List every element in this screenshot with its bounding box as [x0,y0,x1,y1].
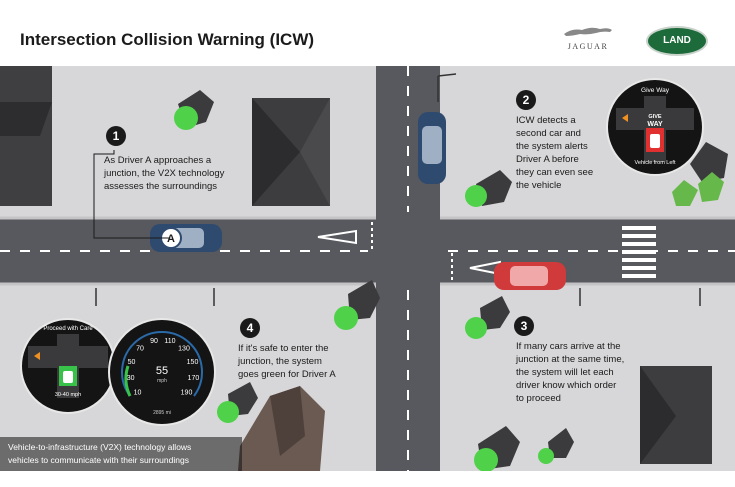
speedometer-tick-label: 90 [150,338,158,345]
display-bottom-text: Vehicle from Left [635,160,676,166]
speedometer-tick-label: 190 [181,390,193,397]
jaguar-logo-text: JAGUAR [567,42,609,51]
speedometer-tick-label: 110 [164,338,175,345]
give-way-display: Give Way GIVE WAY Vehicle from Left [606,78,704,176]
tree [465,170,512,207]
building [252,98,330,206]
footer-caption: Vehicle-to-infrastructure (V2X) technolo… [0,437,242,471]
building [640,366,712,464]
display-top-text: Proceed with Care [43,326,93,332]
speedometer-tick-label: 70 [136,346,144,353]
zebra-crossing [622,226,656,278]
display-center-text: GO [63,372,73,378]
step-number: 1 [106,126,126,146]
tree [334,280,380,330]
tree [465,296,510,339]
jaguar-leaper-icon [564,27,612,36]
display-bottom-text: 30-40 mph [55,392,81,398]
land-rover-logo: LAND ROVER [646,26,708,72]
tree [217,382,258,423]
step-number: 3 [514,316,534,336]
car-a [150,224,222,252]
step-3-text: If many cars arrive at the junction at t… [516,341,625,404]
car-approaching [418,112,446,184]
building [0,66,52,206]
step-1-text: As Driver A approaches a junction, the V… [104,155,225,192]
speedometer-tick-label: 30 [127,375,135,382]
display-center-text: WAY [647,121,663,128]
speedometer-tick-label: 150 [187,359,199,366]
callout-leader-line [93,150,170,239]
tree [474,426,520,471]
tree [174,90,214,130]
go-display: Proceed with Care GO 30-40 mph [20,318,116,414]
speed-unit: mph [157,378,167,384]
page-title: Intersection Collision Warning (ICW) [20,30,315,49]
car-red [494,262,566,290]
car-a-label: A [167,233,175,245]
warning-arrow-icon [622,114,628,122]
display-top-text: Give Way [641,87,670,94]
building [238,386,325,471]
speedometer-tick-label: 10 [134,390,142,397]
warning-arrow-icon [34,352,40,360]
step-2-text: ICW detects a second car and the system … [516,115,594,191]
step-number: 2 [516,90,536,110]
jaguar-logo: JAGUAR [556,24,620,56]
speedometer-tick-label: 170 [188,375,200,382]
give-way-marking [317,229,357,245]
lamp-post [95,73,701,306]
display-center-text: GIVE [648,114,661,120]
step-4-text: If it's safe to enter the junction, the … [238,343,336,380]
speed-readout: 55 [156,365,168,377]
tree [538,428,574,464]
speedometer-tick-label: 50 [128,359,136,366]
step-number: 4 [240,318,260,338]
tree [672,142,728,206]
speedometer-tick-label: 130 [178,346,190,353]
odometer: 2895 mi [153,410,171,416]
